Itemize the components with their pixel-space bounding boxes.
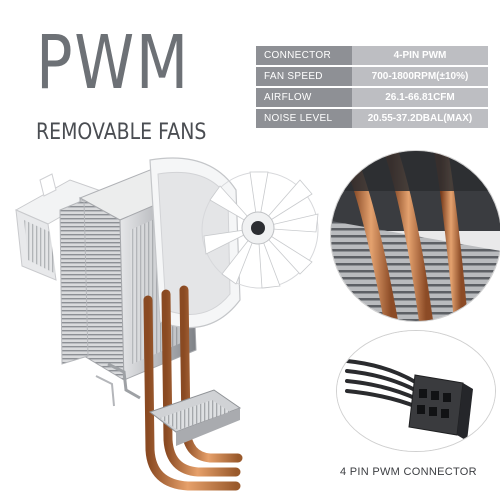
spec-value: 700-1800RPM(±10%)	[352, 67, 488, 86]
connector-closeup	[336, 330, 496, 452]
spec-label: AIRFLOW	[256, 88, 352, 107]
front-fan	[149, 157, 319, 329]
pwm-connector-image	[337, 331, 495, 451]
spec-row: NOISE LEVEL 20.55-37.2DBAL(MAX)	[256, 109, 488, 128]
spec-value: 20.55-37.2DBAL(MAX)	[352, 109, 488, 128]
cooler-base	[148, 389, 242, 446]
headline: PWM	[36, 20, 190, 106]
spec-label: NOISE LEVEL	[256, 109, 352, 128]
mounting-bracket	[95, 362, 141, 407]
spec-value: 4-PIN PWM	[352, 46, 488, 65]
spec-table: CONNECTOR 4-PIN PWM FAN SPEED 700-1800RP…	[256, 44, 488, 130]
rear-fan-frame	[14, 173, 106, 281]
heatpipe-closeup	[330, 150, 500, 322]
spec-value: 26.1-66.81CFM	[352, 88, 488, 107]
heatpipe-closeup-image	[331, 151, 500, 321]
spec-row: CONNECTOR 4-PIN PWM	[256, 46, 488, 65]
connector-caption: 4 PIN PWM CONNECTOR	[340, 466, 477, 478]
spec-row: AIRFLOW 26.1-66.81CFM	[256, 88, 488, 107]
cpu-cooler-illustration	[14, 157, 319, 491]
subline: REMOVABLE FANS	[36, 120, 207, 145]
spec-label: CONNECTOR	[256, 46, 352, 65]
spec-row: FAN SPEED 700-1800RPM(±10%)	[256, 67, 488, 86]
spec-label: FAN SPEED	[256, 67, 352, 86]
